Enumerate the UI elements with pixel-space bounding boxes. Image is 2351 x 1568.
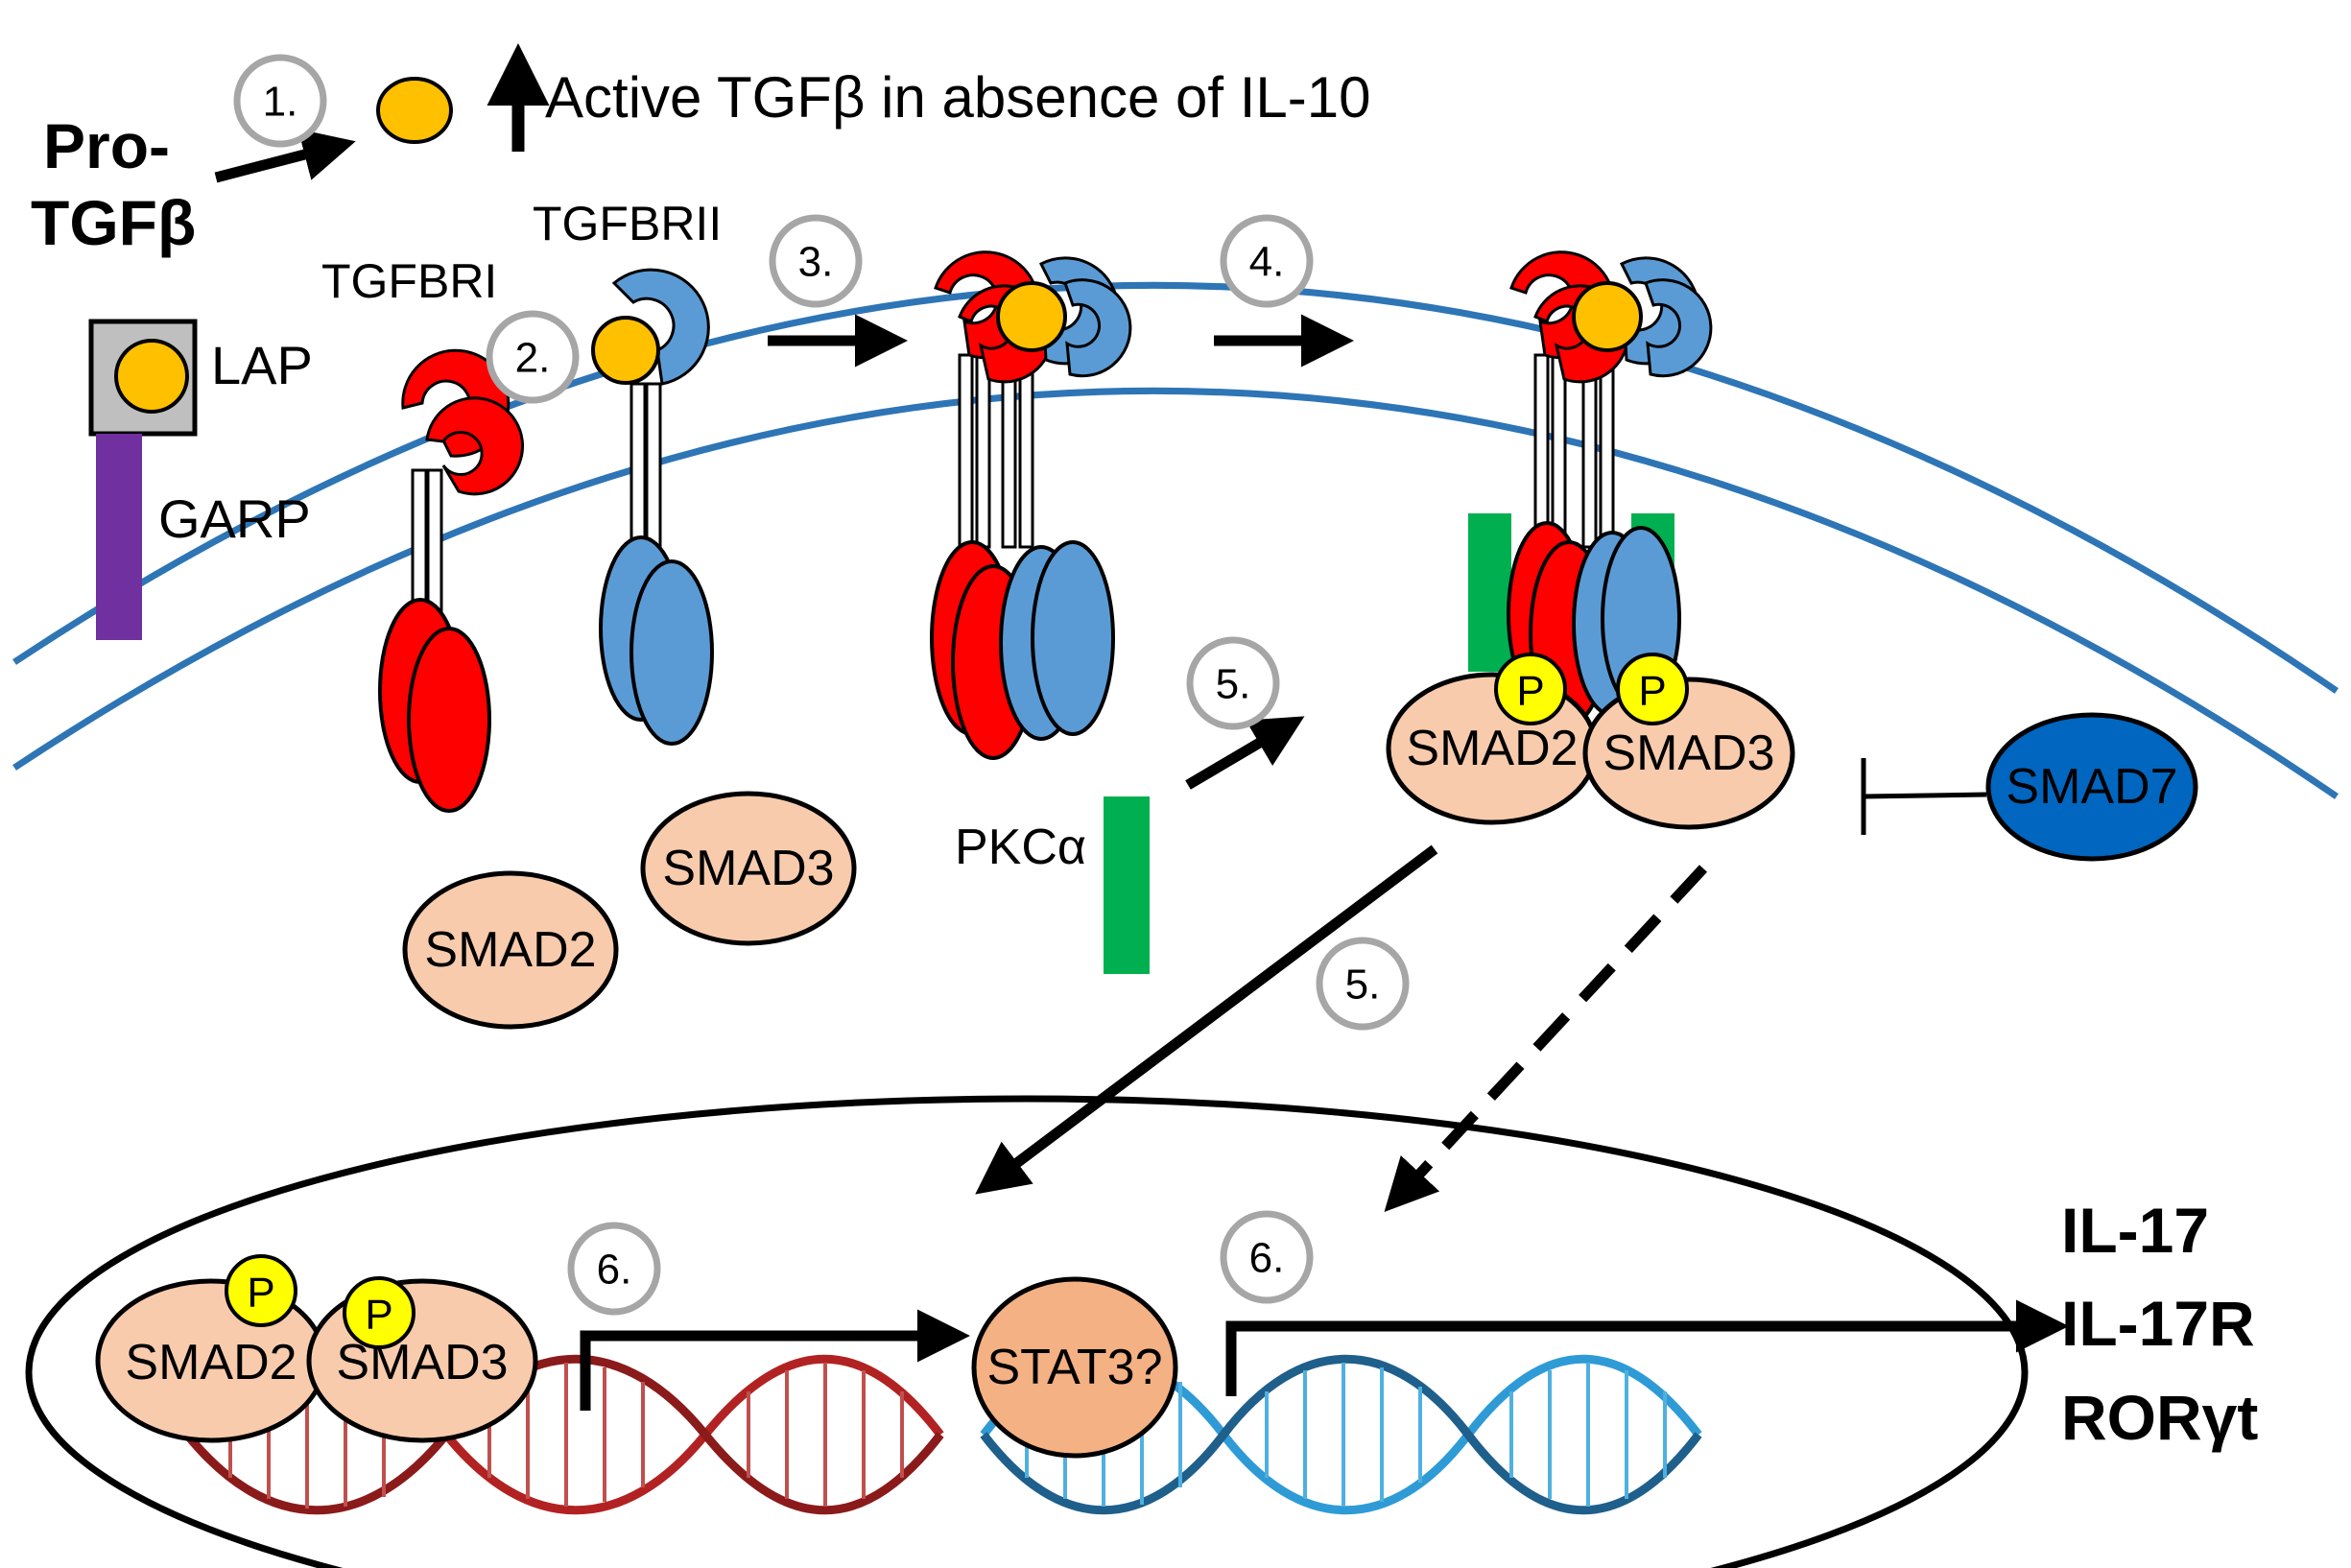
active-tgfb-text: Active TGFβ in absence of IL-10 (545, 65, 1370, 130)
step-5a-circle (1186, 636, 1280, 730)
latent-tgfb-ligand (114, 339, 189, 414)
tgfbrii-label: TGFBRII (533, 197, 722, 250)
stat3 (971, 1276, 1178, 1459)
pro-tgfb-label-line1: Pro- (43, 110, 170, 181)
garp-bar (96, 434, 142, 640)
nuclear-smad2-label: SMAD2 (125, 1335, 297, 1390)
step-4-label: 4. (1249, 239, 1285, 286)
step-5b-label: 5. (1345, 962, 1381, 1009)
step-6b-circle (1220, 1210, 1314, 1304)
stat3-label: STAT3? (986, 1340, 1162, 1395)
pkc-bar-left (1468, 513, 1511, 672)
phospho-smad2-marker (1494, 653, 1567, 725)
step-3-circle (769, 214, 863, 308)
translocation-arrow (975, 844, 1438, 1195)
step-6b-label: 6. (1249, 1235, 1285, 1282)
phospho-nuclear-smad2-marker (225, 1254, 297, 1327)
receptor-complex-assembled (930, 250, 1132, 760)
phospho-smad3-label: P (1638, 668, 1666, 715)
nucleus (25, 1095, 2029, 1568)
free-smad3-label: SMAD3 (662, 841, 834, 896)
pkc-bar (1104, 796, 1150, 974)
step-5b-circle (1316, 937, 1410, 1031)
output-il17r: IL-17R (2061, 1288, 2255, 1359)
activation-arrow (214, 129, 356, 183)
step-1-circle (233, 54, 327, 148)
smad7 (1985, 712, 2198, 862)
step-2-label: 2. (515, 335, 551, 382)
phospho-smad2-label: P (1516, 668, 1544, 715)
phospho-nuclear-smad3-marker (343, 1276, 416, 1349)
output-il17: IL-17 (2061, 1195, 2209, 1266)
phospho-smad3-marker (1616, 653, 1689, 725)
complex-smad3-label: SMAD3 (1603, 725, 1774, 781)
output-rorgt: RORγt (2061, 1382, 2258, 1453)
smad7-inhibition-line (1863, 792, 1987, 799)
step-2-circle (486, 310, 580, 404)
free-smad2 (402, 870, 619, 1030)
step-5a-label: 5. (1216, 661, 1251, 708)
pkc-arrow (1185, 716, 1305, 790)
step-4-circle (1220, 214, 1314, 308)
transcription-arrow-2 (1225, 1299, 2069, 1396)
step-1-label: 1. (263, 79, 298, 126)
translocation-arrow-dashed (1384, 865, 1708, 1213)
transcription-arrow-1 (580, 1309, 970, 1411)
smad7-label: SMAD7 (2006, 759, 2177, 815)
dna-helix-blue (980, 1354, 1702, 1515)
active-tgfb-ligand (376, 77, 453, 144)
complex-smad2-label: SMAD2 (1406, 721, 1578, 776)
garp-label: GARP (158, 488, 311, 549)
step-3-label: 3. (798, 239, 834, 286)
cell-membrane-outer (12, 281, 2339, 694)
pkc-label: PKCα (955, 820, 1086, 875)
phospho-nuclear-smad2-label: P (247, 1270, 274, 1317)
phospho-nuclear-smad3-label: P (365, 1292, 392, 1339)
pro-tgfb-label-line2: TGFβ (31, 187, 196, 258)
tgfbri-label: TGFBRI (321, 254, 497, 308)
free-smad3 (640, 791, 857, 946)
cell-membrane-inner (12, 387, 2339, 799)
step-6a-circle (567, 1222, 661, 1316)
tgfbri-receptor (378, 348, 525, 813)
tgfbrii-receptor (591, 268, 714, 746)
free-smad2-label: SMAD2 (424, 922, 596, 978)
lap-label: LAP (211, 335, 313, 395)
step-6a-label: 6. (597, 1247, 632, 1294)
